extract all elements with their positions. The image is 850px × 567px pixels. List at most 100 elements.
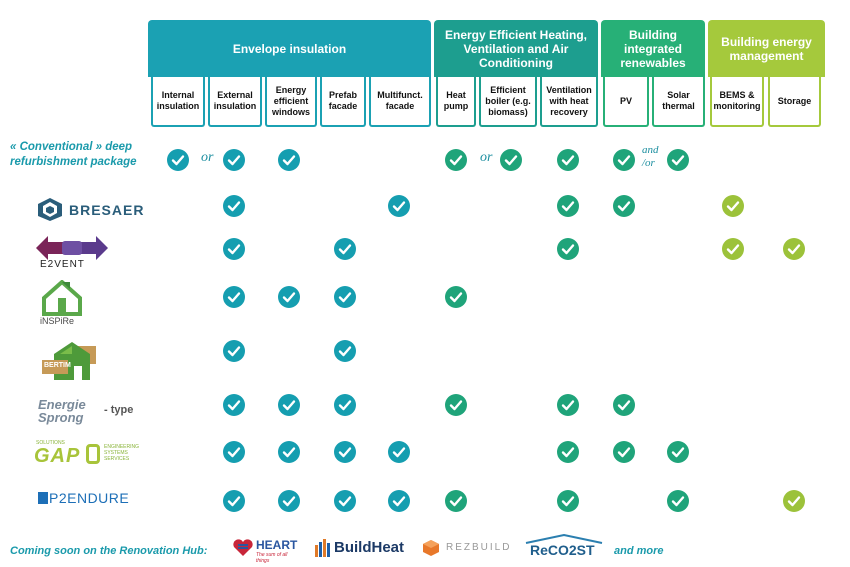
column-header-storage: Storage bbox=[768, 77, 821, 127]
check-icon bbox=[223, 286, 245, 308]
e2vent-arrows-icon bbox=[36, 236, 108, 260]
p2endure-name: P2ENDURE bbox=[49, 490, 130, 506]
buildheat-name: BuildHeat bbox=[334, 539, 405, 556]
check-icon bbox=[388, 195, 410, 217]
check-icon bbox=[613, 441, 635, 463]
logo-rezbuild: REZBUILD bbox=[422, 539, 514, 559]
check-icon bbox=[445, 149, 467, 171]
group-header-renewables: Building integrated renewables bbox=[601, 20, 705, 77]
check-icon bbox=[334, 340, 356, 362]
bresaer-cube-icon bbox=[38, 198, 62, 221]
connector-or-2: or bbox=[480, 150, 493, 165]
check-icon bbox=[613, 149, 635, 171]
logo-heart: HEART The sum of all things bbox=[232, 538, 302, 564]
column-header-prefab-facade: Prefab facade bbox=[320, 77, 366, 127]
check-icon bbox=[388, 490, 410, 512]
check-icon bbox=[223, 490, 245, 512]
gap-e-icon bbox=[86, 444, 100, 464]
column-header-efficient-boiler: Efficient boiler (e.g. biomass) bbox=[479, 77, 537, 127]
rezbuild-name: REZBUILD bbox=[446, 542, 512, 553]
connector-or-1: or bbox=[201, 150, 214, 165]
check-icon bbox=[557, 441, 579, 463]
check-icon bbox=[613, 394, 635, 416]
logo-buildheat: BuildHeat bbox=[315, 539, 410, 559]
check-icon bbox=[388, 441, 410, 463]
check-icon bbox=[278, 394, 300, 416]
inspire-name: iNSPiRe bbox=[40, 316, 75, 326]
bertim-name: BERTIM bbox=[44, 362, 71, 369]
column-header-multifunct-facade: Multifunct. facade bbox=[369, 77, 431, 127]
p2endure-square-icon bbox=[38, 492, 48, 504]
check-icon bbox=[334, 490, 356, 512]
check-icon bbox=[557, 149, 579, 171]
check-icon bbox=[557, 238, 579, 260]
check-icon bbox=[278, 441, 300, 463]
check-icon bbox=[334, 394, 356, 416]
check-icon bbox=[445, 394, 467, 416]
group-header-hvac: Energy Efficient Heating, Ventilation an… bbox=[434, 20, 598, 77]
check-icon bbox=[613, 195, 635, 217]
check-icon bbox=[557, 490, 579, 512]
logo-energiesprong: Energie Sprong - type bbox=[38, 398, 148, 428]
column-header-solar-thermal: Solar thermal bbox=[652, 77, 705, 127]
heart-icon bbox=[233, 539, 253, 556]
logo-inspire: iNSPiRe bbox=[38, 280, 88, 332]
group-header-energy-management: Building energy management bbox=[708, 20, 825, 77]
connector-and-or: and /or bbox=[642, 144, 659, 169]
logo-gap: SOLUTIONS GAP ENGINEERING SYSTEMS SERVIC… bbox=[34, 440, 154, 470]
column-header-internal-insulation: Internal insulation bbox=[151, 77, 205, 127]
buildheat-bars-icon bbox=[315, 539, 330, 557]
logo-bertim: BERTIM bbox=[40, 340, 100, 386]
check-icon bbox=[334, 238, 356, 260]
rezbuild-cube-icon bbox=[423, 540, 439, 556]
check-icon bbox=[445, 490, 467, 512]
check-icon bbox=[223, 149, 245, 171]
check-icon bbox=[783, 490, 805, 512]
check-icon bbox=[722, 195, 744, 217]
heart-tagline: The sum of all things bbox=[256, 552, 288, 564]
check-icon bbox=[278, 286, 300, 308]
check-icon bbox=[167, 149, 189, 171]
check-icon bbox=[223, 394, 245, 416]
energiesprong-type: - type bbox=[104, 404, 134, 416]
check-icon bbox=[223, 238, 245, 260]
footer-more: and more bbox=[614, 545, 664, 557]
logo-bresaer: BRESAER bbox=[36, 196, 146, 224]
column-header-ventilation: Ventilation with heat recovery bbox=[540, 77, 598, 127]
check-icon bbox=[722, 238, 744, 260]
gap-subtitle: SOLUTIONS bbox=[36, 440, 65, 446]
check-icon bbox=[783, 238, 805, 260]
bresaer-name: BRESAER bbox=[69, 202, 145, 218]
bertim-house-icon bbox=[42, 342, 96, 380]
check-icon bbox=[278, 149, 300, 171]
column-header-energy-efficient-windows: Energy efficient windows bbox=[265, 77, 317, 127]
footer-label: Coming soon on the Renovation Hub: bbox=[10, 545, 208, 557]
energiesprong-name: Energie Sprong bbox=[38, 397, 86, 425]
check-icon bbox=[557, 394, 579, 416]
check-icon bbox=[667, 441, 689, 463]
check-icon bbox=[278, 490, 300, 512]
check-icon bbox=[557, 195, 579, 217]
conventional-package-label: « Conventional » deep refurbishment pack… bbox=[10, 141, 137, 168]
gap-name: GAP bbox=[34, 445, 81, 467]
logo-e2vent: E2VENT bbox=[36, 235, 108, 270]
column-header-pv: PV bbox=[603, 77, 649, 127]
check-icon bbox=[667, 490, 689, 512]
check-icon bbox=[223, 340, 245, 362]
gap-side: ENGINEERING SYSTEMS SERVICES bbox=[104, 444, 140, 462]
group-header-envelope: Envelope insulation bbox=[148, 20, 431, 77]
check-icon bbox=[223, 195, 245, 217]
reco2st-name: ReCO2ST bbox=[530, 542, 595, 558]
check-icon bbox=[223, 441, 245, 463]
reco2st-roof-icon bbox=[525, 534, 603, 544]
check-icon bbox=[667, 149, 689, 171]
check-icon bbox=[445, 286, 467, 308]
column-header-external-insulation: External insulation bbox=[208, 77, 262, 127]
check-icon bbox=[500, 149, 522, 171]
e2vent-name: E2VENT bbox=[40, 259, 85, 270]
column-header-bems: BEMS & monitoring bbox=[710, 77, 764, 127]
heart-name: HEART bbox=[256, 538, 298, 552]
check-icon bbox=[334, 441, 356, 463]
check-icon bbox=[334, 286, 356, 308]
logo-reco2st: ReCO2ST bbox=[524, 534, 608, 562]
